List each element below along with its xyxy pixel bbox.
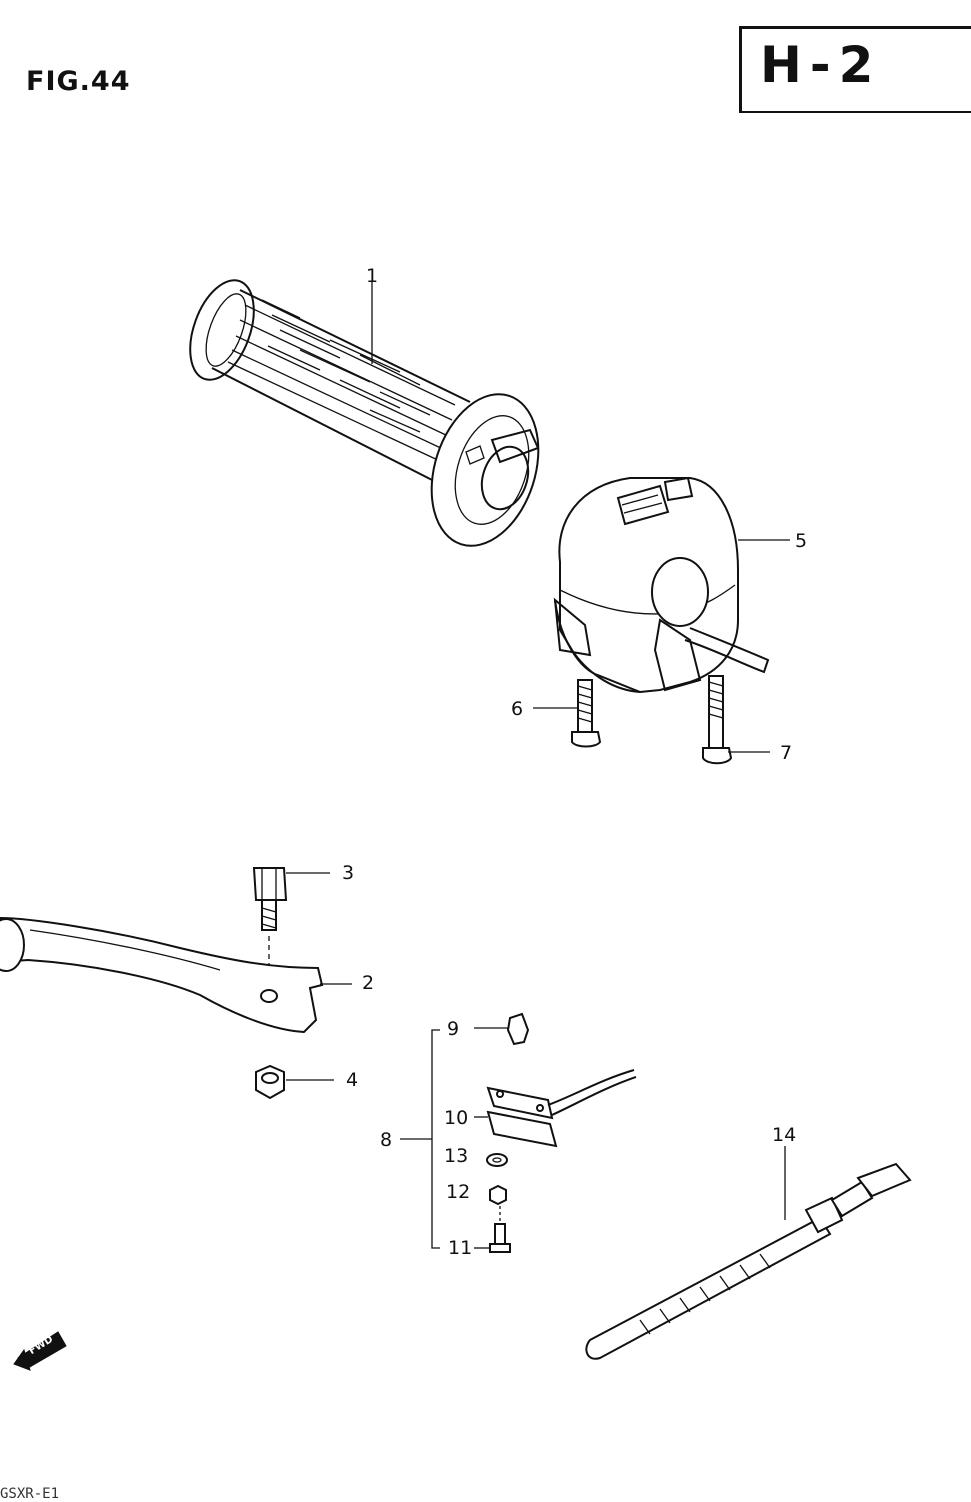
screw-short xyxy=(533,679,602,748)
footer-code: GSXR-E1 xyxy=(0,1486,60,1502)
handlebar-grip xyxy=(189,279,540,547)
lever-nut xyxy=(255,1064,334,1100)
small-nut xyxy=(489,1184,507,1206)
callout-8: 8 xyxy=(380,1129,393,1151)
figure-title: FIG.44 xyxy=(26,66,131,97)
callout-14: 14 xyxy=(772,1124,797,1146)
callout-6: 6 xyxy=(511,698,524,720)
callout-3: 3 xyxy=(342,862,355,884)
cable-tie xyxy=(585,1146,912,1360)
brake-switch xyxy=(474,1069,637,1148)
brake-lever xyxy=(0,916,352,1034)
callout-4: 4 xyxy=(346,1069,359,1091)
screw-long xyxy=(702,675,770,765)
section-code-box xyxy=(739,26,971,113)
section-code: H-2 xyxy=(760,36,882,94)
callout-9: 9 xyxy=(447,1018,460,1040)
small-screw xyxy=(474,1206,511,1253)
switch-plunger xyxy=(474,1012,530,1046)
assembly-bracket xyxy=(400,1029,440,1249)
callout-1: 1 xyxy=(366,265,379,287)
callout-5: 5 xyxy=(795,530,808,552)
switch-housing xyxy=(553,476,790,694)
forward-arrow-icon xyxy=(13,1331,67,1371)
callout-11: 11 xyxy=(448,1237,473,1259)
callout-2: 2 xyxy=(362,972,375,994)
pivot-bolt xyxy=(252,867,330,975)
callout-7: 7 xyxy=(780,742,793,764)
callout-13: 13 xyxy=(444,1145,469,1167)
callout-10: 10 xyxy=(444,1107,469,1129)
spring-washer xyxy=(486,1153,508,1167)
callout-12: 12 xyxy=(446,1181,471,1203)
